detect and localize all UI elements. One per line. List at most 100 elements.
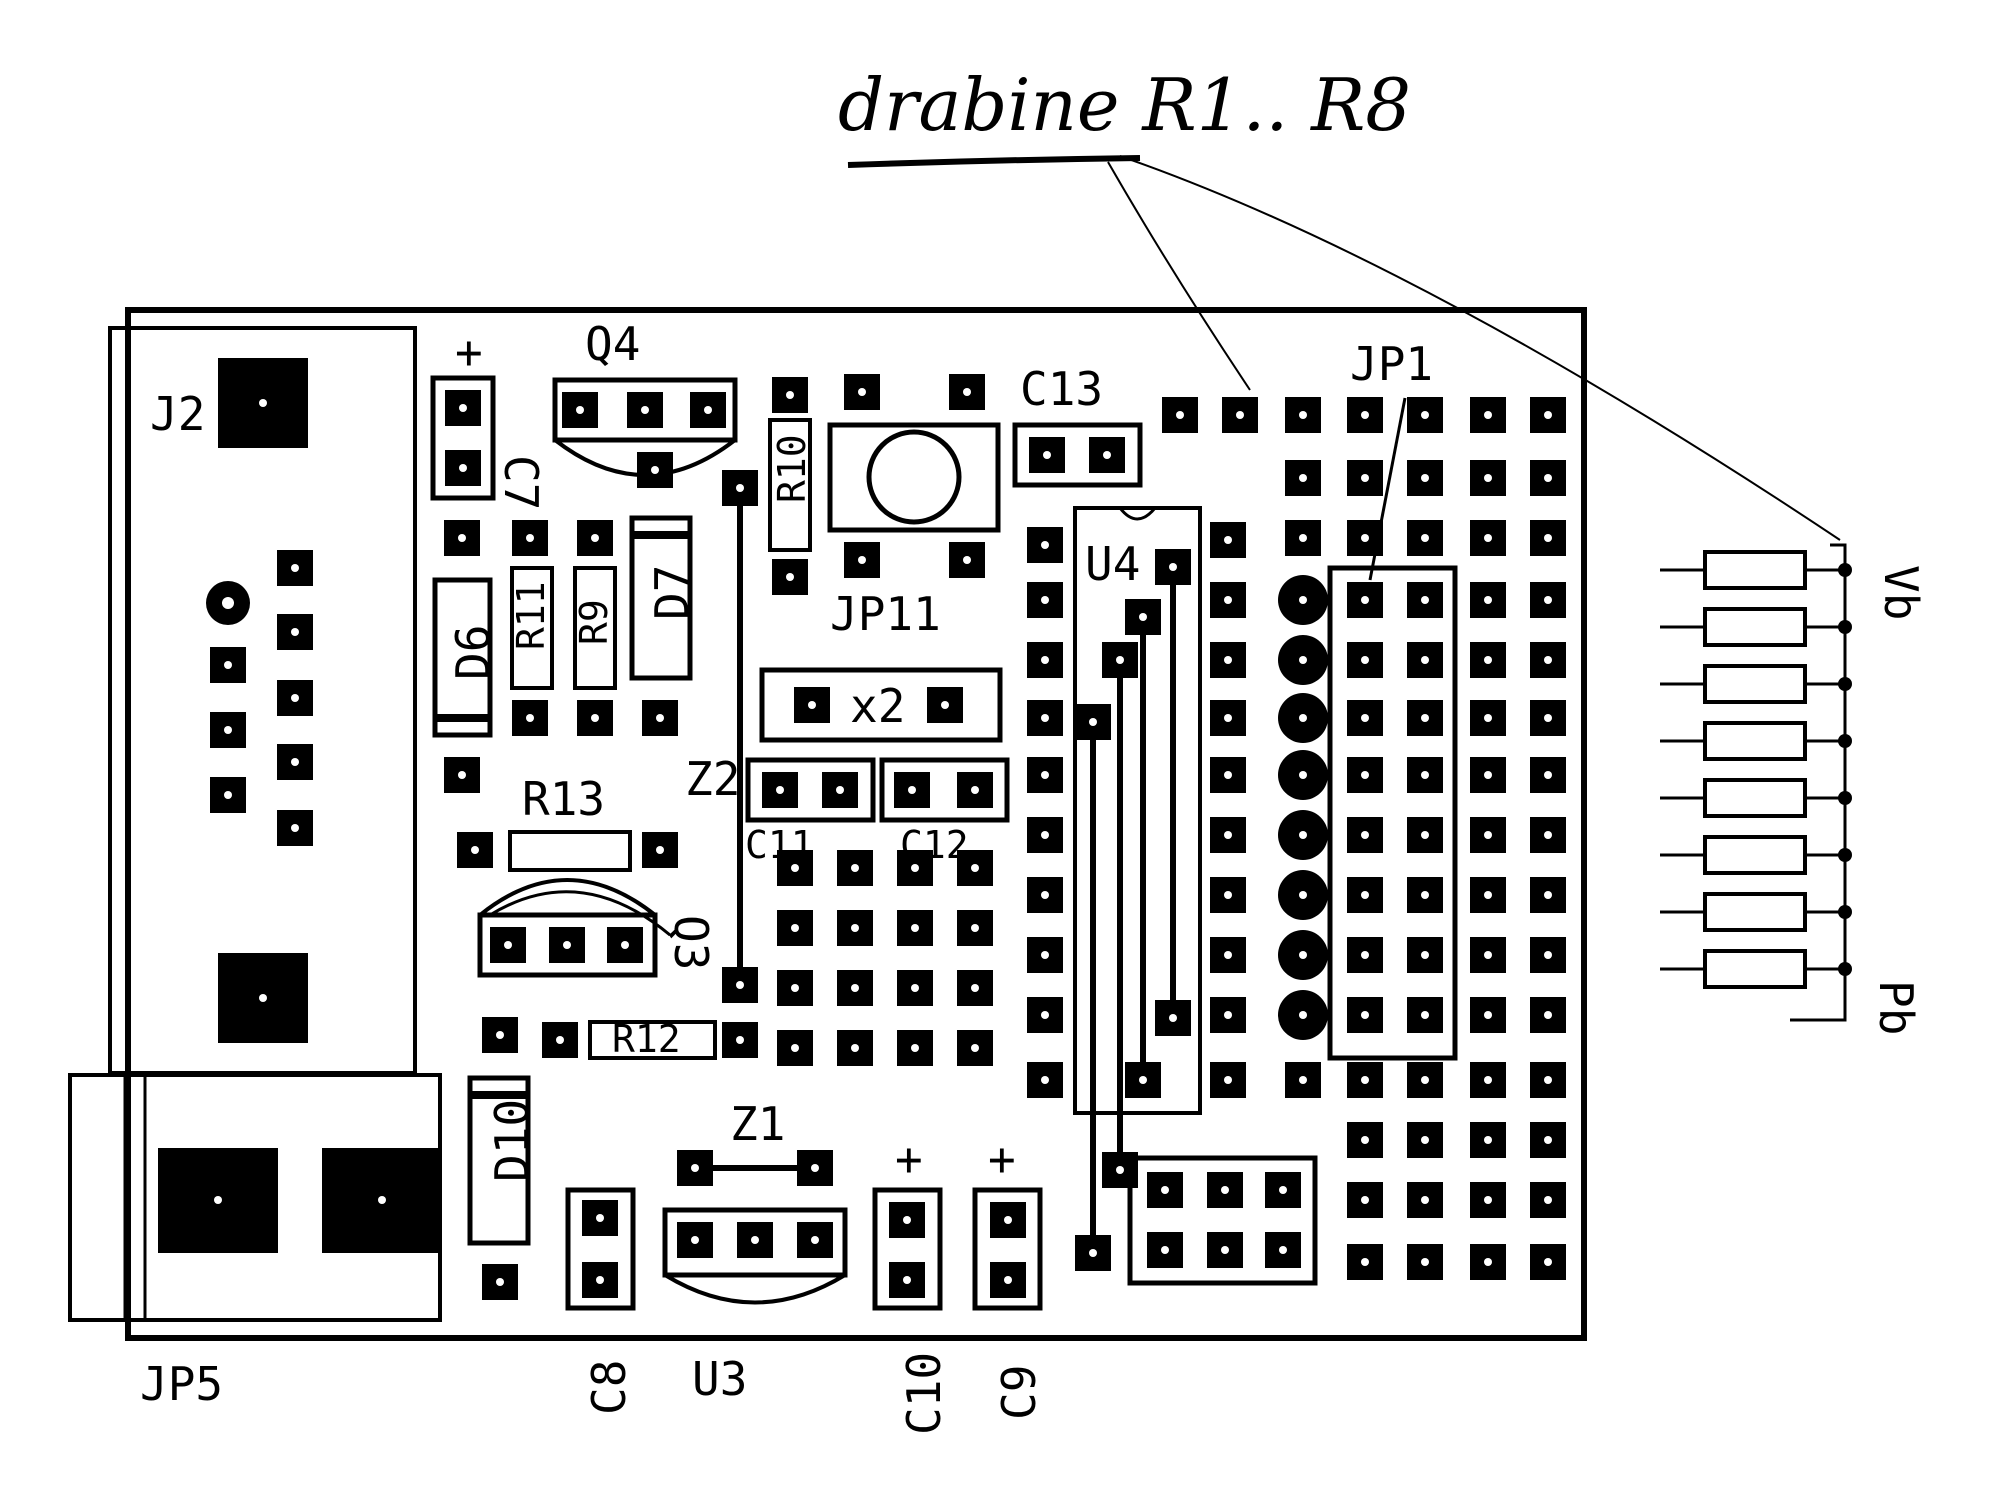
c10-outline [872,1187,943,1311]
pad-hole [1361,1258,1369,1266]
pad-hole [1484,596,1492,604]
ladder-junction [1838,620,1852,634]
pad-hole [1224,951,1232,959]
pad-hole [591,714,599,722]
jp11-button [866,429,962,525]
pad-hole [1544,714,1552,722]
pad-hole [1361,831,1369,839]
pad-hole [1544,1076,1552,1084]
pad-hole [291,694,299,702]
pad-hole [1361,411,1369,419]
pad-hole [471,846,479,854]
pad-hole [1421,534,1429,542]
pad-hole [1544,771,1552,779]
pad-hole [971,924,979,932]
pad-hole [563,941,571,949]
pad-hole [1361,1136,1369,1144]
pad-hole [1004,1276,1012,1284]
pad-hole [459,464,467,472]
pad-hole [1299,891,1307,899]
label-x2: x2 [850,679,905,733]
pad-hole [1544,656,1552,664]
label-c7: C7 [494,455,548,510]
d6-body [432,577,493,738]
r13-body [508,830,632,872]
pad-hole [971,864,979,872]
pad-hole [1484,771,1492,779]
pad-hole [1421,1258,1429,1266]
pad-hole [651,466,659,474]
pad-hole [736,484,744,492]
pad-hole [1176,411,1184,419]
pad-hole [1299,831,1307,839]
pad-hole [526,714,534,722]
label-c10: C10 [897,1352,951,1435]
pad-hole [851,924,859,932]
label-d7: D7 [645,565,699,620]
pad-hole [224,726,232,734]
x2-outline [759,667,1003,743]
pad-hole [1421,596,1429,604]
pad-hole [903,1276,911,1284]
pad-hole [1043,451,1051,459]
label-j2: J2 [150,387,205,441]
pad-hole [1041,1011,1049,1019]
pad-hole [786,391,794,399]
label-pb: Pb [1869,980,1923,1035]
pad-hole [691,1164,699,1172]
pad-hole [1299,596,1307,604]
pad-hole [1361,891,1369,899]
pad-hole [596,1276,604,1284]
pad-hole [1421,474,1429,482]
ladder-resistor [1703,664,1807,704]
u4-outline [1073,506,1202,1115]
ladder-junction [1838,677,1852,691]
q4-outline [552,377,738,443]
pad-hole [1361,534,1369,542]
pad-hole [1299,1011,1307,1019]
pad-hole [291,758,299,766]
pad-hole [496,1278,504,1286]
pad-hole [1361,596,1369,604]
ladder-resistor [1703,949,1807,989]
pad-hole [1116,656,1124,664]
ladder-resistor [1703,607,1807,647]
pad-hole [1041,1076,1049,1084]
annotation-underline [847,155,1141,168]
pad-hole [1279,1186,1287,1194]
pad-hole [1236,411,1244,419]
pad-hole [1544,1011,1552,1019]
pad-hole [811,1164,819,1172]
pad-hole [1224,1076,1232,1084]
pad-hole [1279,1246,1287,1254]
c8-outline [565,1187,636,1311]
pad-hole [1484,891,1492,899]
pad-hole [1421,1136,1429,1144]
pad-hole [576,406,584,414]
pad-hole [1139,613,1147,621]
pad-hole [1089,1249,1097,1257]
pad-hole [791,924,799,932]
c7-outline [430,375,496,501]
pad-hole [1361,1076,1369,1084]
pad-hole [291,628,299,636]
u3-outline [662,1207,848,1278]
label-c10-plus: + [895,1132,923,1186]
pad-hole [851,864,859,872]
pad-hole [691,1236,699,1244]
pad-hole [621,941,629,949]
pad-hole [971,1044,979,1052]
c12-outline [879,757,1010,823]
pad-hole [1544,951,1552,959]
pad-hole [1361,474,1369,482]
pad-hole [556,1036,564,1044]
pad-hole [1484,951,1492,959]
label-c9: C9 [992,1365,1046,1420]
c13-outline [1012,422,1143,488]
pad-hole [1544,411,1552,419]
jp1-outline [1327,565,1458,1061]
label-d6: D6 [446,625,500,680]
pad-hole [656,714,664,722]
